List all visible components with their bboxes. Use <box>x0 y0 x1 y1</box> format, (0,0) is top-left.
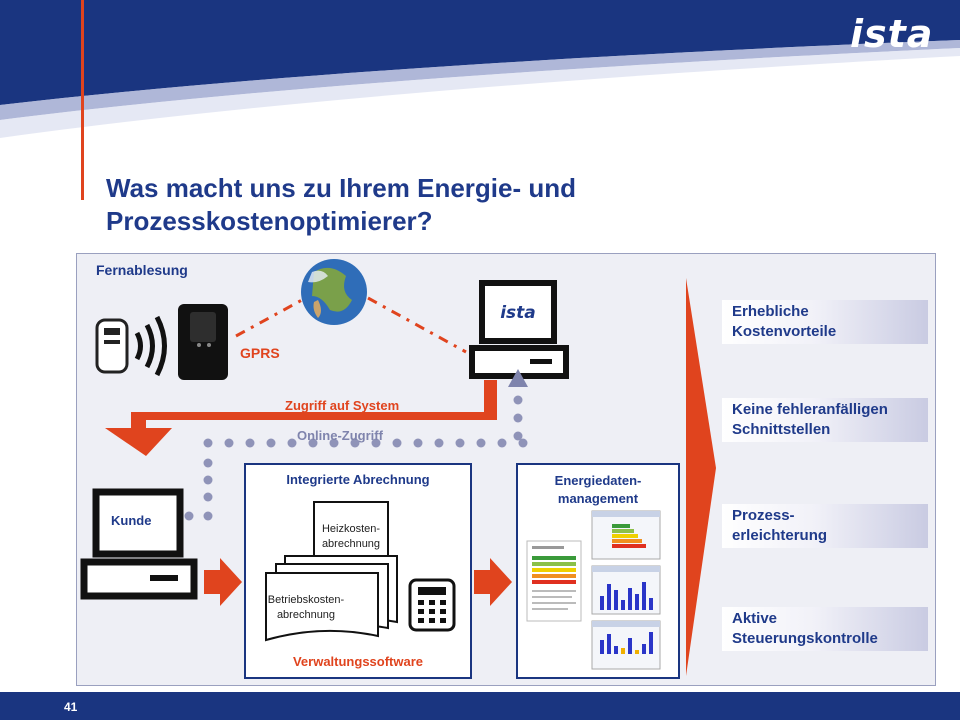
ista-logo: ista <box>850 12 934 56</box>
gprs-label: GPRS <box>240 345 280 361</box>
footer-bar <box>0 692 960 720</box>
system-access-label: Zugriff auf System <box>285 398 400 413</box>
slide-title: Was macht uns zu Ihrem Energie- und Proz… <box>106 172 746 238</box>
gprs-link-right <box>367 296 467 354</box>
system-access-arrow <box>105 380 497 456</box>
benefit-process-simplification: Prozess- erleichterung <box>722 504 928 548</box>
benefit-active-control: Aktive Steuerungskontrolle <box>722 607 928 651</box>
flow-arrow-2 <box>474 558 512 606</box>
admin-software-label: Verwaltungssoftware <box>292 654 424 669</box>
result-arrow <box>686 278 716 676</box>
page-number: 41 <box>64 700 78 714</box>
computer-screen-logo: ista <box>500 303 536 323</box>
handheld-reader-icon <box>95 318 129 374</box>
title-line-1: Was macht uns zu Ihrem Energie- und <box>106 173 576 203</box>
header-band <box>0 0 960 138</box>
ista-computer-icon <box>469 280 569 379</box>
wireless-signal-icon <box>134 315 167 377</box>
customer-label: Kunde <box>111 513 152 528</box>
benefit-reliable-interfaces: Keine fehleranfälligen Schnittstellen <box>722 398 928 442</box>
flow-arrow-1 <box>204 558 242 606</box>
online-access-dots <box>165 395 528 521</box>
operating-doc-label: Betriebskosten- abrechnung <box>267 594 345 621</box>
remote-reading-label: Fernablesung <box>96 262 188 278</box>
energy-screenshot-3 <box>591 620 661 670</box>
benefit-cost-advantages: Erhebliche Kostenvorteile <box>722 300 928 344</box>
online-access-label: Online-Zugriff <box>297 428 383 443</box>
meter-device-icon <box>178 304 228 380</box>
doc-stack <box>265 555 398 642</box>
accent-line <box>81 0 84 200</box>
heating-doc-label: Heizkosten- abrechnung <box>321 523 381 550</box>
upload-arrow <box>508 369 528 387</box>
customer-computer-icon <box>80 488 198 600</box>
globe-icon <box>301 259 367 325</box>
energy-management-title: Energiedaten- management <box>554 473 642 506</box>
title-line-2: Prozesskostenoptimierer? <box>106 206 433 236</box>
calculator-icon <box>408 578 456 632</box>
energy-report-thumbnail <box>526 540 582 622</box>
integrated-billing-title: Integrierte Abrechnung <box>286 472 430 487</box>
energy-screenshot-1 <box>591 510 661 560</box>
gprs-link-left <box>235 298 303 338</box>
energy-screenshot-2 <box>591 565 661 615</box>
